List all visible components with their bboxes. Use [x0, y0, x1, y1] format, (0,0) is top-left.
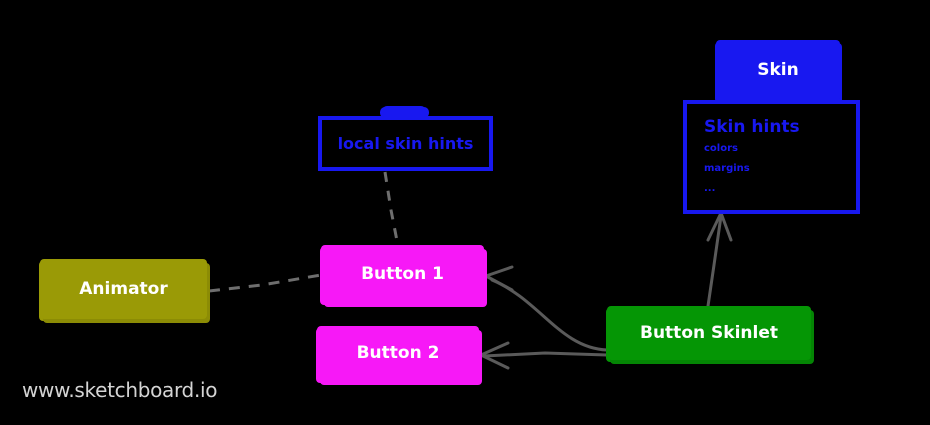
- edge-skinlet-to-button2-arrowhead: [479, 341, 510, 370]
- edge-skinlet-to-button1: [490, 278, 609, 352]
- node-skin-hints-item-margins: margins: [704, 162, 750, 174]
- node-local-skin-hints-label: local skin hints: [337, 133, 474, 153]
- edge-local-hints-to-button1: [383, 171, 400, 247]
- node-button-2[interactable]: Button 2: [317, 326, 479, 381]
- node-local-skin-hints[interactable]: local skin hints: [318, 116, 493, 171]
- node-button-1[interactable]: Button 1: [321, 245, 484, 303]
- node-button-skinlet-label: Button Skinlet: [640, 322, 778, 343]
- node-skin-label: Skin: [757, 60, 799, 81]
- edge-skinlet-to-button2: [482, 351, 609, 358]
- edge-animator-to-button1: [208, 273, 322, 293]
- note-tab-icon: [382, 106, 426, 117]
- node-skin[interactable]: Skin: [716, 40, 840, 101]
- edge-skinlet-to-button1-arrowhead: [484, 265, 514, 292]
- edge-skinlet-to-skin-hints: [706, 214, 723, 308]
- node-skin-hints[interactable]: Skin hints colors margins ...: [683, 100, 860, 214]
- node-skin-hints-item-colors: colors: [704, 142, 738, 154]
- watermark-sketchboard: www.sketchboard.io: [22, 378, 218, 402]
- node-button-1-label: Button 1: [361, 263, 444, 284]
- node-animator-label: Animator: [79, 278, 168, 299]
- edge-skinlet-to-skin-hints-arrowhead: [706, 211, 733, 242]
- node-skin-hints-title: Skin hints: [704, 117, 800, 137]
- node-button-skinlet[interactable]: Button Skinlet: [607, 306, 811, 360]
- node-skin-hints-item-ellipsis: ...: [704, 182, 716, 194]
- node-button-2-label: Button 2: [356, 343, 440, 364]
- node-animator[interactable]: Animator: [40, 259, 207, 319]
